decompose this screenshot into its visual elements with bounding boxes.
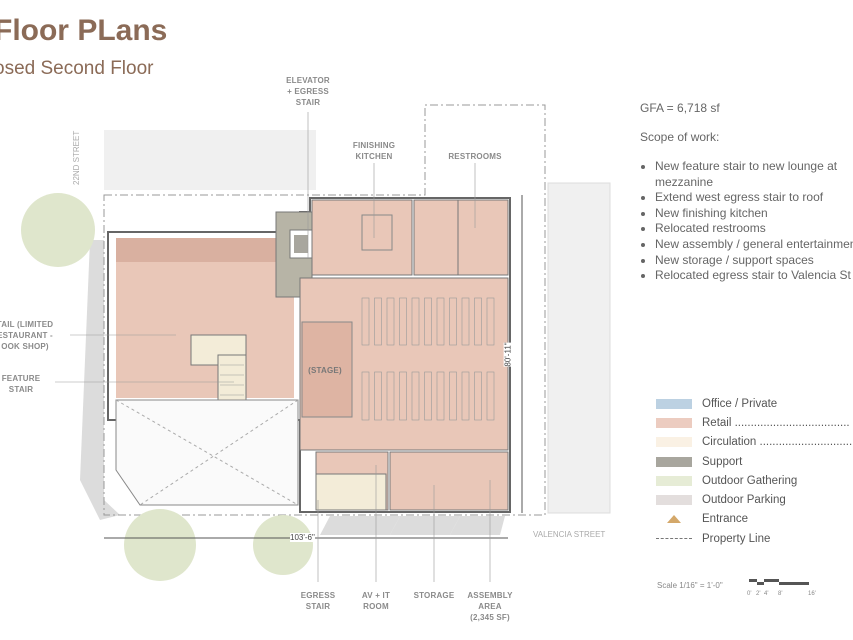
legend-swatch (656, 417, 692, 428)
label-egress-stair: EGRESS STAIR (300, 591, 336, 611)
scale-tick: 2' (756, 591, 761, 597)
restrooms (413, 199, 509, 276)
scope-list: New feature stair to new lounge at mezza… (640, 159, 853, 284)
seat-row (449, 371, 457, 421)
egress-stair (315, 473, 387, 511)
scale-bar: Scale 1/16" = 1'-0" 0' 2'4' 8' 16' (657, 579, 816, 597)
legend-swatch (656, 398, 692, 409)
neighbor-building (104, 130, 316, 190)
seat-row (486, 371, 495, 421)
seat-row (411, 371, 420, 421)
legend-label: Support (702, 455, 743, 468)
legend-swatch (656, 456, 692, 467)
label-stage: (STAGE) (308, 366, 342, 375)
legend-label: Retail .................................… (702, 416, 850, 429)
scope-item: Relocated restrooms (655, 221, 853, 237)
legend-label: Outdoor Gathering (702, 474, 798, 487)
street-valencia: VALENCIA STREET (533, 530, 606, 539)
scope-item: Extend west egress stair to roof (655, 190, 853, 206)
seat-row (399, 371, 407, 421)
legend-item: Circulation ............................… (656, 433, 853, 452)
seat-row (361, 371, 370, 421)
stage (301, 321, 353, 418)
street-22nd: 22ND STREET (72, 130, 81, 185)
seat-row (461, 371, 470, 421)
scope-item: New feature stair to new lounge at mezza… (655, 159, 853, 190)
label-restrooms: RESTROOMS (448, 152, 502, 161)
tree (253, 515, 313, 575)
floor-plan (21, 104, 611, 582)
shadow (80, 240, 120, 520)
legend-item: Property Line (656, 529, 853, 548)
scope-item: New assembly / general entertainment (655, 237, 853, 253)
scope-item: Relocated egress stair to Valencia St (655, 268, 853, 284)
legend-item: Retail .................................… (656, 413, 853, 432)
seat-row (361, 297, 370, 346)
legend-item: Office / Private (656, 394, 853, 413)
label-av-room: AV + IT ROOM (361, 591, 391, 611)
scope-item: New storage / support spaces (655, 253, 853, 269)
label-assembly: ASSEMBLY AREA (2,345 SF) (467, 591, 513, 622)
entrance-triangle-icon (656, 514, 692, 524)
label-kitchen: FINISHING KITCHEN (352, 141, 396, 161)
width-dimension-label: 103'-6" (290, 533, 315, 542)
scale-tick: 16' (808, 591, 816, 597)
label-elevator: ELEVATOR + EGRESS STAIR (286, 76, 330, 107)
tree (21, 193, 95, 267)
scope-heading: Scope of work: (640, 130, 720, 144)
seat-row (374, 297, 382, 346)
label-storage: STORAGE (413, 591, 455, 600)
seat-row (386, 371, 395, 421)
page-subtitle: osed Second Floor (0, 58, 154, 79)
legend-item: Support (656, 452, 853, 471)
gfa: GFA = 6,718 sf (640, 101, 720, 115)
scope-item: New finishing kitchen (655, 206, 853, 222)
seat-row (424, 371, 432, 421)
legend-label: Office / Private (702, 397, 778, 410)
seat-row (474, 371, 482, 421)
legend-item: Outdoor Gathering (656, 471, 853, 490)
seat-row (436, 297, 445, 346)
legend-swatch (656, 495, 692, 506)
scale-graphic (749, 579, 809, 585)
label-retail: TAIL (LIMITED ESTAURANT - OOK SHOP) (0, 320, 54, 351)
seat-row (374, 371, 382, 421)
scale-tick: 0' (747, 591, 752, 597)
property-line (103, 104, 546, 516)
legend-item: Outdoor Parking (656, 490, 853, 509)
legend-swatch (656, 475, 692, 486)
legend-label: Property Line (702, 532, 771, 545)
label-feature-stair: FEATURE STAIR (1, 374, 41, 394)
legend-label: Outdoor Parking (702, 494, 786, 507)
seat-row (386, 297, 395, 346)
retail-area (116, 238, 294, 398)
summary-panel: GFA = 6,718 sf Scope of work: New featur… (640, 101, 853, 284)
depth-dimension-label: 80'-11" (503, 342, 513, 367)
seat-row (486, 297, 495, 346)
scale-tick: 4' (764, 591, 769, 597)
legend-label: Entrance (702, 513, 749, 526)
neighbor-building (547, 182, 611, 514)
seat-row (436, 371, 445, 421)
legend-swatch (656, 437, 692, 448)
page-title: Floor PLans (0, 14, 168, 47)
seat-row (424, 297, 432, 346)
tree (124, 509, 196, 581)
legend-label: Circulation ............................… (702, 436, 853, 449)
legend-item: Entrance (656, 510, 853, 529)
seat-row (411, 297, 420, 346)
scale-text: Scale 1/16" = 1'-0" (657, 581, 723, 590)
scale-tick: 8' (778, 591, 783, 597)
property-line-icon (656, 538, 692, 540)
seat-row (461, 297, 470, 346)
storage (389, 451, 509, 511)
seat-row (474, 297, 482, 346)
seat-row (449, 297, 457, 346)
seat-row (399, 297, 407, 346)
